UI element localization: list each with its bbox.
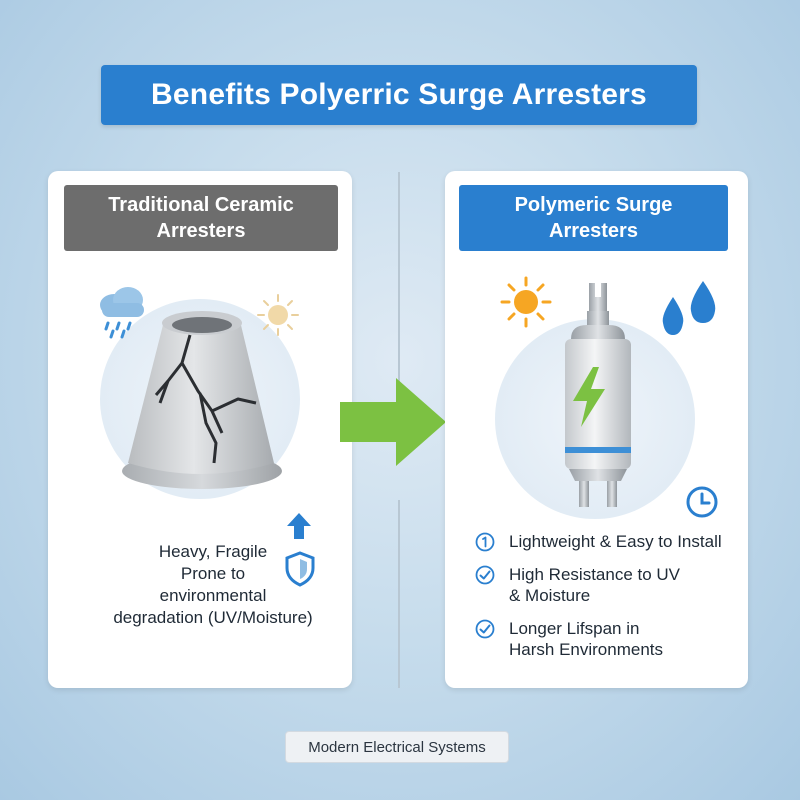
footer-tag: Modern Electrical Systems [285,731,509,763]
divider-bottom [398,500,400,688]
benefit-text: Lightweight & Easy to Install [509,532,722,551]
check-icon [475,565,495,585]
benefit-text: Harsh Environments [509,640,664,659]
ceramic-description: Heavy, Fragile Prone to environmental de… [108,541,318,629]
title-banner: Benefits Polyerric Surge Arresters [101,65,697,125]
cracked-ceramic-insulator [122,311,282,489]
benefit-item: High Resistance to UV & Moisture [475,564,738,606]
clock-icon [686,486,718,518]
sun-icon [500,276,552,328]
check-icon [475,619,495,639]
lightning-bolt-icon [573,367,605,427]
ceramic-description-line: environmental [159,586,267,605]
transition-arrow-icon [340,378,446,466]
divider-top [398,172,400,390]
ceramic-panel: Traditional Ceramic Arresters [48,171,352,688]
polymeric-panel: Polymeric Surge Arresters [445,171,748,688]
benefit-text: High Resistance to UV [509,565,681,584]
number-one-icon [475,532,495,552]
benefit-text: & Moisture [509,586,591,605]
ceramic-description-line: Prone to [180,564,246,583]
ceramic-panel-header: Traditional Ceramic Arresters [64,185,338,251]
rain-cloud-icon [100,287,144,339]
benefit-item: Lightweight & Easy to Install [475,531,738,552]
benefit-text: Longer Lifspan in [509,619,640,638]
ceramic-description-line: Heavy, Fragile [158,542,268,561]
ceramic-description-line: degradation (UV/Moisture) [113,608,313,627]
benefit-list: Lightweight & Easy to Install High Resis… [475,531,738,672]
polymeric-arrester [565,283,631,507]
up-arrow-icon [287,513,311,539]
water-drops-icon [662,281,716,335]
benefit-item: Longer Lifspan in Harsh Environments [475,618,738,660]
polymeric-panel-header: Polymeric Surge Arresters [459,185,728,251]
page-title: Benefits Polyerric Surge Arresters [151,78,647,111]
shield-icon [285,551,315,587]
sun-icon [257,294,299,336]
